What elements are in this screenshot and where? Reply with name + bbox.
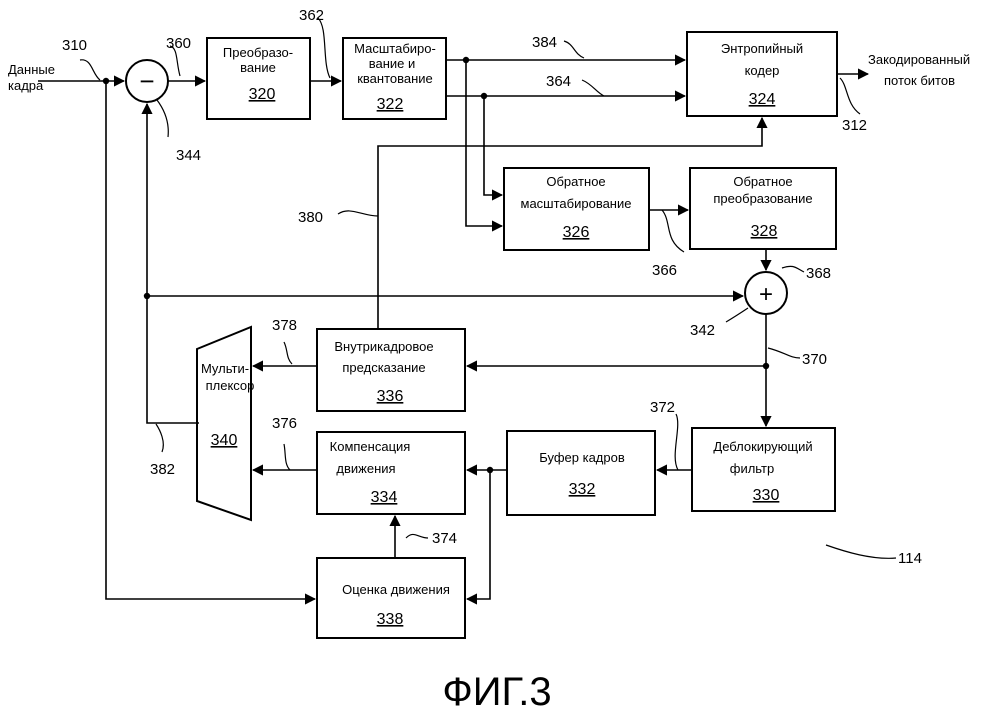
- ref-364: 364: [546, 73, 571, 90]
- entropy-label-1: Энтропийный: [721, 41, 803, 56]
- intra-pred-ref: 336: [377, 388, 404, 405]
- motion-est-block: Оценка движения 338: [317, 558, 465, 638]
- ref-366: 366: [652, 262, 677, 279]
- motion-comp-label-2: движения: [336, 461, 395, 476]
- motion-comp-ref: 334: [371, 489, 398, 506]
- scale-quant-block: Масштабиро- вание и квантование 322: [343, 38, 446, 119]
- adder-symbol: +: [759, 281, 773, 308]
- ref-344: 344: [176, 147, 201, 164]
- ref-370: 370: [802, 351, 827, 368]
- ref-312: 312: [842, 117, 867, 134]
- ref-360: 360: [166, 35, 191, 52]
- ref-378: 378: [272, 317, 297, 334]
- input-label-1: Данные: [8, 62, 55, 77]
- ref-382: 382: [150, 461, 175, 478]
- mux-label-1: Мульти-: [201, 361, 249, 376]
- scale-quant-ref: 322: [377, 96, 404, 113]
- scale-quant-label-3: квантование: [357, 71, 433, 86]
- input-label-2: кадра: [8, 78, 44, 93]
- motion-est-ref: 338: [377, 611, 404, 628]
- deblocking-label-1: Деблокирующий: [713, 439, 812, 454]
- motion-est-label: Оценка движения: [342, 582, 450, 597]
- inverse-transform-block: Обратное преобразование 328: [690, 168, 836, 249]
- ref-362: 362: [299, 7, 324, 24]
- intra-pred-label-2: предсказание: [342, 360, 425, 375]
- frame-buffer-label: Буфер кадров: [539, 450, 625, 465]
- ref-376: 376: [272, 415, 297, 432]
- frame-buffer-ref: 332: [569, 481, 596, 498]
- inverse-scale-label-2: масштабирование: [521, 196, 632, 211]
- ref-342: 342: [690, 322, 715, 339]
- inverse-transform-ref: 328: [751, 223, 778, 240]
- scale-quant-label-1: Масштабиро-: [354, 41, 436, 56]
- motion-comp-label-1: Компенсация: [330, 439, 411, 454]
- transform-ref: 320: [249, 86, 276, 103]
- ref-374: 374: [432, 530, 457, 547]
- deblocking-ref: 330: [753, 487, 780, 504]
- ref-368: 368: [806, 265, 831, 282]
- inverse-scale-block: Обратное масштабирование 326: [504, 168, 649, 250]
- intra-pred-block: Внутрикадровое предсказание 336: [317, 329, 465, 411]
- transform-block: Преобразо- вание 320: [207, 38, 310, 119]
- mux-ref: 340: [211, 432, 238, 449]
- entropy-coder-block: Энтропийный кодер 324: [687, 32, 837, 116]
- ref-372: 372: [650, 399, 675, 416]
- scale-quant-label-2: вание и: [369, 56, 416, 71]
- frame-buffer-block: Буфер кадров 332: [507, 431, 655, 515]
- adder-junction: +: [745, 272, 787, 314]
- entropy-ref: 324: [749, 91, 776, 108]
- figure-caption: ФИГ.3: [442, 670, 551, 714]
- inverse-transform-label-2: преобразование: [713, 191, 812, 206]
- transform-label-2: вание: [240, 60, 276, 75]
- motion-comp-block: Компенсация движения 334: [317, 432, 465, 514]
- inverse-scale-label-1: Обратное: [546, 174, 605, 189]
- intra-pred-label-1: Внутрикадровое: [334, 339, 433, 354]
- inverse-scale-ref: 326: [563, 224, 590, 241]
- multiplexer-block: Мульти- плексор 340: [197, 327, 254, 520]
- subtractor-symbol: −: [139, 66, 154, 96]
- output-label-1: Закодированный: [868, 52, 970, 67]
- output-label-2: поток битов: [884, 73, 955, 88]
- transform-label-1: Преобразо-: [223, 45, 293, 60]
- inverse-transform-label-1: Обратное: [733, 174, 792, 189]
- ref-310: 310: [62, 37, 87, 54]
- mux-label-2: плексор: [206, 378, 255, 393]
- ref-114: 114: [898, 550, 922, 567]
- deblocking-label-2: фильтр: [730, 461, 774, 476]
- deblocking-filter-block: Деблокирующий фильтр 330: [692, 428, 835, 511]
- subtractor-junction: −: [126, 60, 168, 102]
- ref-384: 384: [532, 34, 557, 51]
- ref-380: 380: [298, 209, 323, 226]
- entropy-label-2: кодер: [745, 63, 780, 78]
